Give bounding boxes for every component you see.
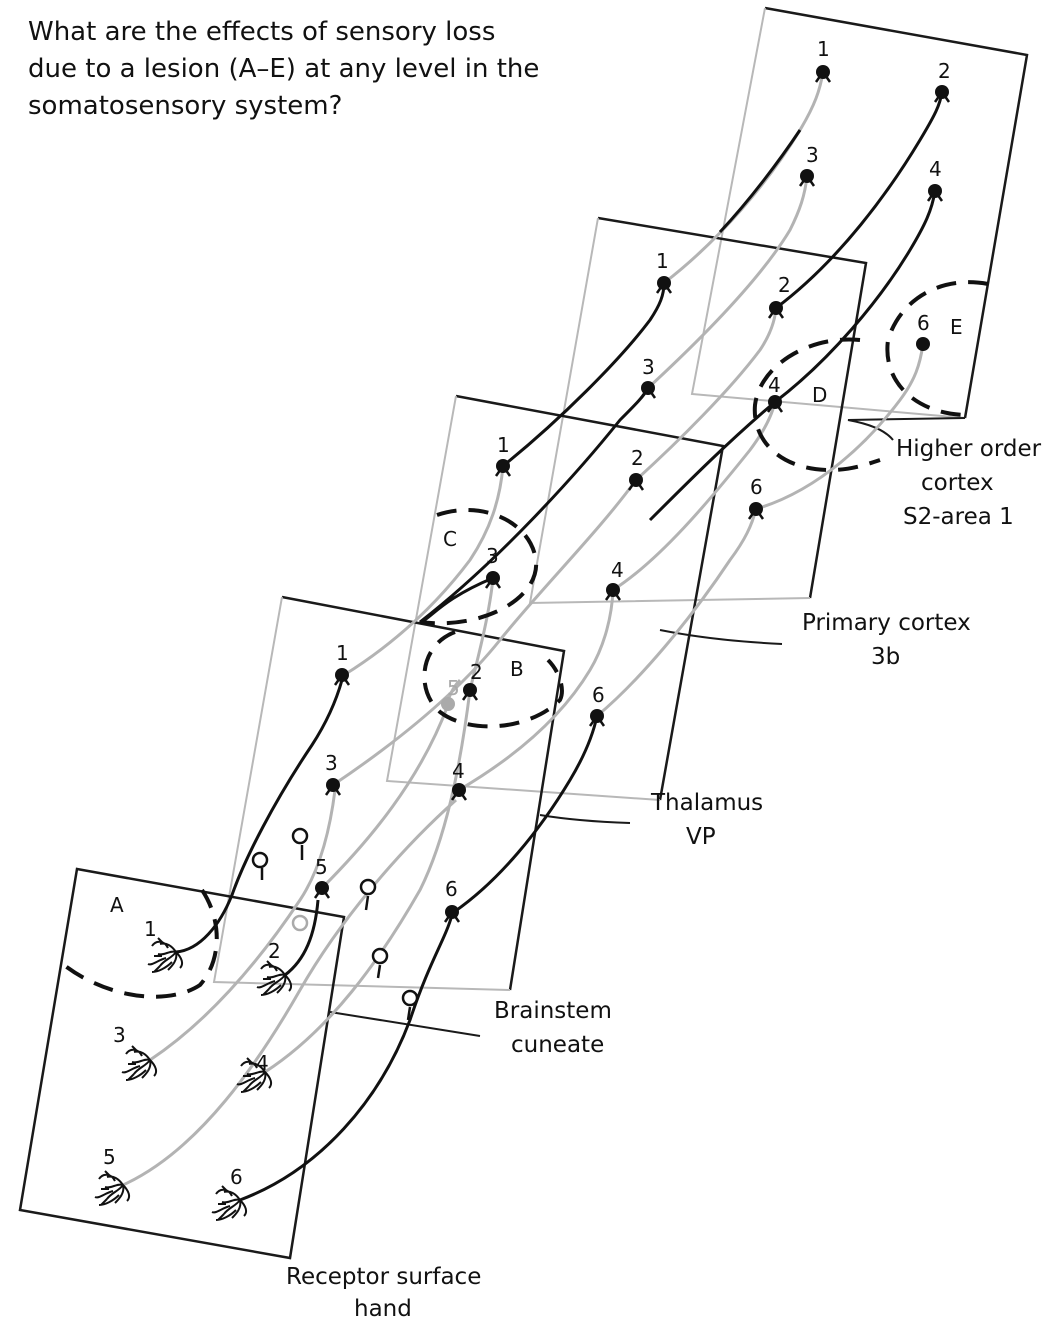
- brainstem-num-6: 6: [445, 877, 458, 901]
- fiber-t3-p3: [419, 387, 650, 624]
- brainstem-num-1: 1: [336, 641, 349, 665]
- cell-bodies: [315, 65, 949, 919]
- receptor-1: [147, 937, 184, 973]
- collateral-knobs: [251, 827, 419, 1021]
- receptor-5: [94, 1170, 131, 1206]
- higher-cortex-label-2: cortex: [921, 470, 994, 496]
- fiber-b3-t2: [332, 479, 638, 787]
- fiber-p3-h3: [646, 175, 809, 390]
- fiber-p6-h6: [755, 343, 925, 511]
- fiber-b2-t3: [468, 577, 495, 691]
- brainstem-label-2: cuneate: [511, 1032, 604, 1058]
- higher-cortex-label-3: S2-area 1: [903, 504, 1014, 530]
- brainstem-num-4: 4: [452, 759, 465, 783]
- receptor-num-5: 5: [103, 1145, 116, 1169]
- thalamus-num-6: 6: [592, 683, 605, 707]
- lesion-a-circle: [62, 888, 219, 999]
- higher-cortex-label-1: Higher order: [896, 436, 1042, 462]
- primary-num-4: 4: [768, 373, 781, 397]
- fiber-t6-p6: [596, 508, 758, 718]
- fiber-b5-t5: [320, 704, 450, 890]
- primary-num-1: 1: [656, 249, 669, 273]
- lesion-c-label: C: [443, 527, 457, 551]
- receptor-3: [121, 1045, 158, 1081]
- fiber-b4-t4: [458, 589, 615, 792]
- fiber-t4-p4: [612, 401, 777, 592]
- fiber-higher-dark-1: [718, 129, 802, 234]
- thalamus-frame-hidden: [385, 395, 661, 801]
- lesion-b-circle: [422, 630, 564, 729]
- fiber-r4-b2: [264, 689, 472, 1074]
- fiber-r1-b1: [175, 679, 344, 954]
- higher-num-2: 2: [938, 59, 951, 83]
- lesion-e-label: E: [950, 315, 963, 339]
- receptor-frame: [18, 867, 346, 1260]
- higher-num-3: 3: [806, 143, 819, 167]
- thalamus-num-5: 5: [447, 676, 460, 700]
- fiber-t1-p1: [502, 282, 666, 468]
- brainstem-num-3: 3: [325, 751, 338, 775]
- receptor-2: [256, 960, 293, 996]
- higher-num-4: 4: [929, 157, 942, 181]
- question-text: What are the effects of sensory loss due…: [28, 17, 540, 121]
- higher-cortex-frame-hidden: [690, 7, 966, 419]
- receptor-label-1: Receptor surface: [286, 1264, 481, 1290]
- lesion-c-circle: [419, 508, 539, 626]
- brainstem-leader: [329, 1011, 481, 1037]
- thalamus-num-2: 2: [631, 446, 644, 470]
- fiber-t2-p2: [634, 307, 778, 482]
- fiber-r6-b6: [239, 914, 454, 1202]
- receptor-num-2: 2: [268, 939, 281, 963]
- receptor-num-6: 6: [230, 1165, 243, 1189]
- thalamus-label-1: Thalamus: [650, 790, 763, 816]
- thalamus-num-1: 1: [497, 433, 510, 457]
- primary-cortex-leader: [659, 629, 783, 645]
- higher-cortex-frame: [764, 6, 1029, 419]
- lesion-e-circle: [885, 280, 989, 417]
- thalamus-leader: [539, 814, 631, 824]
- primary-cortex-label-2: 3b: [871, 644, 900, 670]
- brainstem-num-2: 2: [470, 660, 483, 684]
- fiber-b6-t6: [453, 715, 599, 914]
- fiber-r3-b3: [149, 789, 337, 1062]
- fiber-p2-h2: [775, 91, 944, 310]
- primary-cortex-label-1: Primary cortex: [802, 610, 971, 636]
- lesion-d-label: D: [812, 383, 827, 407]
- higher-num-1: 1: [817, 37, 830, 61]
- receptor-6: [211, 1185, 248, 1221]
- fiber-higher-dark-2: [648, 400, 776, 522]
- brainstem-num-5: 5: [315, 855, 328, 879]
- thalamus-num-3: 3: [486, 544, 499, 568]
- receptor-num-3: 3: [113, 1023, 126, 1047]
- brainstem-label-1: Brainstem: [494, 998, 612, 1024]
- brainstem-frame-hidden: [212, 596, 511, 991]
- higher-cortex-leader: [847, 417, 966, 441]
- lesion-a-label: A: [110, 893, 124, 917]
- lesion-d-circle: [752, 337, 881, 473]
- fiber-r5-b4: [122, 798, 457, 1187]
- fiber-r2-b5: [284, 899, 320, 977]
- primary-cortex-frame: [597, 216, 868, 599]
- receptor-label-2: hand: [354, 1296, 412, 1322]
- thalamus-frame: [455, 394, 725, 801]
- primary-num-2: 2: [778, 273, 791, 297]
- fiber-b1-t1: [343, 465, 505, 677]
- receptor-num-1: 1: [144, 917, 157, 941]
- receptor-num-4: 4: [256, 1051, 269, 1075]
- higher-num-6: 6: [917, 311, 930, 335]
- primary-num-6: 6: [750, 475, 763, 499]
- primary-num-3: 3: [642, 355, 655, 379]
- synapse-endings: [313, 69, 951, 923]
- thalamus-label-2: VP: [686, 824, 716, 850]
- thalamus-num-4: 4: [611, 558, 624, 582]
- fiber-p4-h4: [774, 190, 937, 404]
- brainstem-frame: [281, 595, 566, 991]
- lesion-b-label: B: [510, 657, 524, 681]
